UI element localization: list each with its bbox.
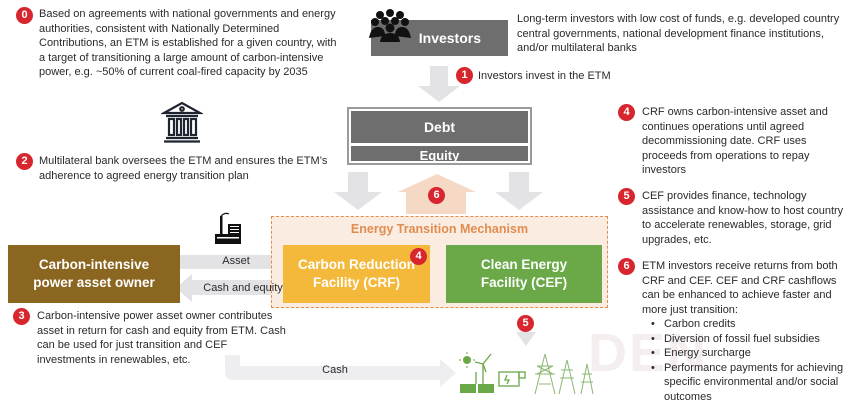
equity-label: Equity (419, 148, 460, 161)
step-6-bullets: Carbon credits Diversion of fossil fuel … (642, 317, 847, 404)
cef-label-line1: Clean Energy (480, 257, 568, 272)
step-badge-6-arrow: 6 (428, 187, 445, 204)
step-badge-4: 4 (618, 104, 635, 121)
step-badge-2: 2 (16, 153, 33, 170)
step-badge-5-below: 5 (517, 315, 534, 332)
crf-box: Carbon Reduction Facility (CRF) (283, 245, 430, 303)
step-5-text: CEF provides finance, technology assista… (642, 190, 844, 246)
cash-flow-label: Cash (322, 364, 348, 376)
bullet-item: Performance payments for achieving speci… (651, 361, 847, 405)
debt-box: Debt (351, 111, 528, 143)
step-badge-5: 5 (618, 188, 635, 205)
solar-panel-icon (460, 384, 494, 393)
crf-label-line2: Facility (CRF) (312, 275, 400, 290)
arrow-cef-to-renewables (516, 332, 536, 346)
asset-owner-line2: power asset owner (33, 275, 155, 290)
asset-owner-box: Carbon-intensive power asset owner (8, 245, 180, 303)
step-badge-3: 3 (13, 308, 30, 325)
cef-label-line2: Facility (CEF) (480, 275, 568, 290)
bank-building-icon (161, 101, 203, 143)
arrow-capital-to-cef (495, 172, 543, 210)
investors-label: Investors (418, 30, 481, 46)
arrow-asset (178, 248, 298, 276)
arrow-capital-to-crf (334, 172, 382, 210)
step-badge-0: 0 (16, 7, 33, 24)
wind-turbine-icon (474, 353, 492, 384)
battery-storage-icon (498, 371, 526, 387)
cef-box: Clean Energy Facility (CEF) (446, 245, 602, 303)
bullet-item: Carbon credits (651, 317, 847, 332)
arrow-cash-and-equity (176, 274, 292, 302)
asset-owner-line1: Carbon-intensive (38, 257, 150, 272)
debt-label: Debt (423, 119, 456, 135)
cash-and-equity-flow-label: Cash and equity (203, 282, 283, 294)
step-2-text: Multilateral bank oversees the ETM and e… (39, 155, 328, 182)
etm-title: Energy Transition Mechanism (350, 222, 529, 236)
step-6-intro: ETM investors receive returns from both … (642, 260, 838, 316)
people-group-icon (369, 9, 411, 42)
investors-description: Long-term investors with low cost of fun… (517, 13, 840, 54)
step-0-text: Based on agreements with national govern… (39, 8, 337, 78)
bullet-item: Diversion of fossil fuel subsidies (651, 332, 847, 347)
step-4-text: CRF owns carbon-intensive asset and cont… (642, 106, 828, 176)
bullet-item: Energy surcharge (651, 346, 847, 361)
crf-step-badge-4: 4 (410, 248, 427, 265)
transmission-tower-icon (534, 353, 594, 395)
asset-flow-label: Asset (222, 255, 250, 267)
equity-box: Equity (351, 146, 528, 161)
step-badge-1: 1 (456, 67, 473, 84)
factory-icon (215, 212, 241, 244)
crf-label-line1: Carbon Reduction (298, 257, 415, 272)
arrow-cash (225, 355, 456, 387)
arrow-investors-to-capital (418, 66, 460, 102)
step-3-text: Carbon-intensive power asset owner contr… (37, 310, 286, 366)
step-badge-6: 6 (618, 258, 635, 275)
sun-icon (459, 352, 475, 368)
step-1-text: Investors invest in the ETM (478, 70, 611, 82)
renewables-icons (459, 352, 594, 395)
step-6-text: ETM investors receive returns from both … (642, 259, 847, 404)
